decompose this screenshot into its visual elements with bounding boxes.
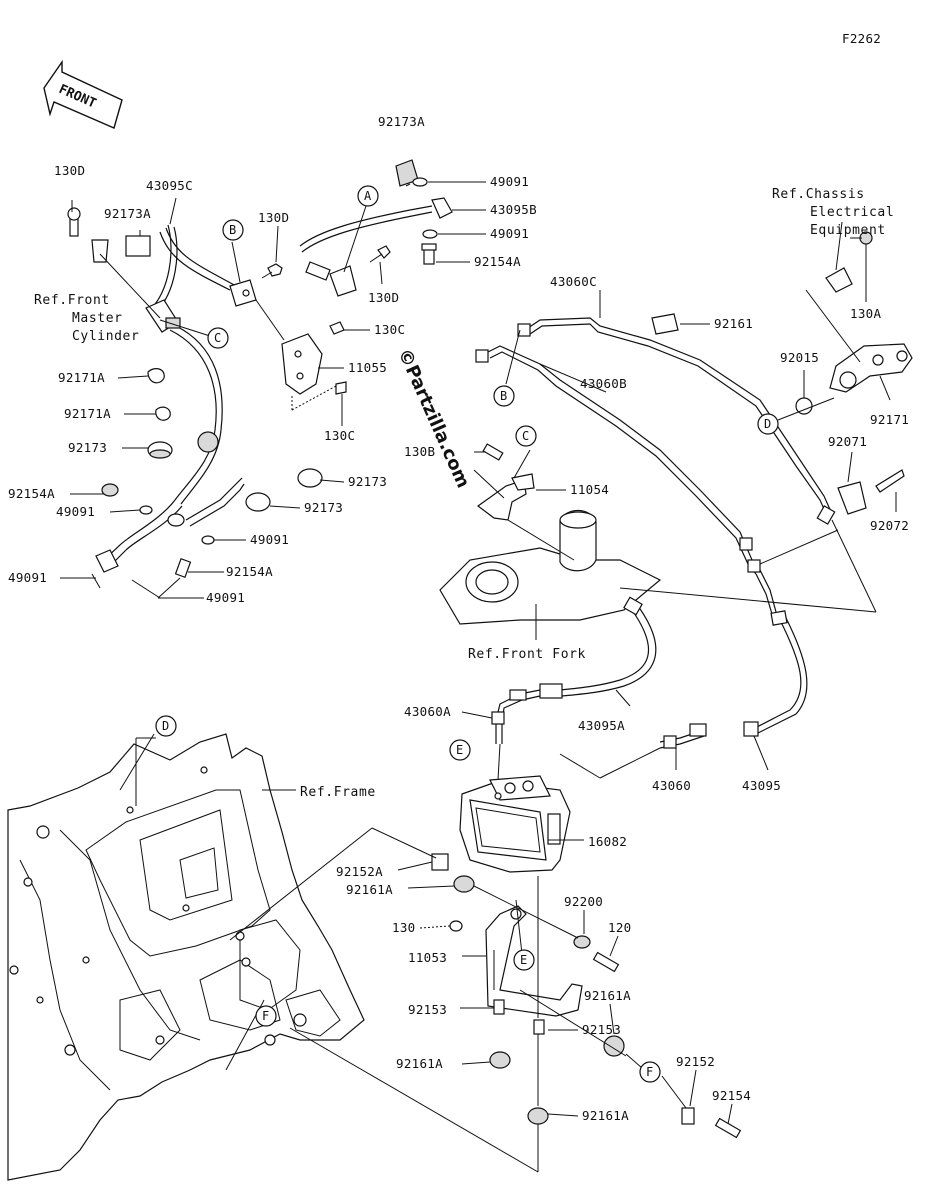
part-label: 92200 bbox=[564, 894, 603, 909]
part-label: 92072 bbox=[870, 518, 909, 533]
part-label: 130B bbox=[404, 444, 435, 459]
part-label: 120 bbox=[608, 920, 631, 935]
callout-d-2-label: D bbox=[162, 719, 169, 733]
callout-c-1: C bbox=[207, 327, 229, 349]
callout-e-2: E bbox=[513, 949, 535, 971]
part-label: 92154 bbox=[712, 1088, 751, 1103]
reference-labels: Ref.Front Master Cylinder Ref.Chassis El… bbox=[34, 187, 894, 800]
ref-frame: Ref.Frame bbox=[300, 785, 376, 800]
part-label: 130D bbox=[54, 163, 85, 178]
part-label: 49091 bbox=[490, 226, 529, 241]
ref-chassis-electrical: Electrical bbox=[810, 205, 894, 220]
part-label: 92152 bbox=[676, 1054, 715, 1069]
part-label: 43060A bbox=[404, 704, 451, 719]
callout-f-2: F bbox=[639, 1061, 661, 1083]
part-label: 92015 bbox=[780, 350, 819, 365]
part-label: 49091 bbox=[206, 590, 245, 605]
part-label: 11054 bbox=[570, 482, 609, 497]
part-label: 43095A bbox=[578, 718, 625, 733]
part-label: 11053 bbox=[408, 950, 447, 965]
part-label: 16082 bbox=[588, 834, 627, 849]
part-label: 92152A bbox=[336, 864, 383, 879]
part-label: 92173A bbox=[378, 114, 425, 129]
part-label: 92153 bbox=[408, 1002, 447, 1017]
part-label: 43060B bbox=[580, 376, 627, 391]
part-label: 43095C bbox=[146, 178, 193, 193]
part-label: 92154A bbox=[226, 564, 273, 579]
part-label: 130 bbox=[392, 920, 415, 935]
part-labels: 130D 92173A 43095C 92173A 130D 49091 430… bbox=[8, 114, 909, 1123]
callout-e-1: E bbox=[449, 739, 471, 761]
ref-chassis-electrical: Ref.Chassis bbox=[772, 187, 865, 202]
part-label: 92071 bbox=[828, 434, 867, 449]
part-label: 49091 bbox=[56, 504, 95, 519]
part-label: 92173 bbox=[304, 500, 343, 515]
part-label: 92161A bbox=[396, 1056, 443, 1071]
part-label: 130A bbox=[850, 306, 881, 321]
callout-e-2-label: E bbox=[520, 953, 527, 967]
part-label: 130C bbox=[324, 428, 355, 443]
part-label: 49091 bbox=[250, 532, 289, 547]
part-label: 92171A bbox=[58, 370, 105, 385]
part-label: 92154A bbox=[8, 486, 55, 501]
callout-f-1-label: F bbox=[262, 1009, 269, 1023]
part-label: 43060C bbox=[550, 274, 597, 289]
part-label: 49091 bbox=[490, 174, 529, 189]
callout-c-2: C bbox=[515, 425, 537, 447]
callout-b-1: B bbox=[222, 219, 244, 241]
callout-b-1-label: B bbox=[229, 223, 236, 237]
callout-d-2: D bbox=[155, 715, 177, 737]
part-label: 92173 bbox=[68, 440, 107, 455]
part-label: 92154A bbox=[474, 254, 521, 269]
part-label: 92153 bbox=[582, 1022, 621, 1037]
callout-d-1: D bbox=[757, 413, 779, 435]
leader-lines bbox=[60, 181, 897, 1173]
part-label: 43095B bbox=[490, 202, 537, 217]
callout-b-2-label: B bbox=[500, 389, 507, 403]
callout-a: A bbox=[357, 185, 379, 207]
part-label: 92171 bbox=[870, 412, 909, 427]
part-label: 11055 bbox=[348, 360, 387, 375]
part-label: 92173A bbox=[104, 206, 151, 221]
part-label: 130D bbox=[258, 210, 289, 225]
callout-f-1: F bbox=[255, 1005, 277, 1027]
part-label: 130D bbox=[368, 290, 399, 305]
callout-d-1-label: D bbox=[764, 417, 771, 431]
part-label: 92161 bbox=[714, 316, 753, 331]
callouts: A B B C C D D E E F F bbox=[155, 185, 779, 1083]
part-label: 92161A bbox=[584, 988, 631, 1003]
callout-f-2-label: F bbox=[646, 1065, 653, 1079]
ref-chassis-electrical: Equipment bbox=[810, 223, 886, 238]
watermark: ©Partzilla.com bbox=[393, 345, 473, 491]
front-arrow-icon: FRONT bbox=[43, 59, 123, 129]
frame-drawing bbox=[7, 733, 365, 1181]
part-label: 43095 bbox=[742, 778, 781, 793]
callout-c-2-label: C bbox=[522, 429, 529, 443]
callout-e-1-label: E bbox=[456, 743, 463, 757]
ref-front-master-cylinder: Cylinder bbox=[72, 329, 139, 344]
ref-front-fork: Ref.Front Fork bbox=[468, 647, 586, 662]
figure-code: F2262 bbox=[842, 31, 881, 46]
ref-front-master-cylinder: Ref.Front bbox=[34, 293, 110, 308]
part-label: 43060 bbox=[652, 778, 691, 793]
ref-front-master-cylinder: Master bbox=[72, 311, 123, 326]
abs-unit-icon bbox=[459, 775, 571, 873]
part-label: 92161A bbox=[582, 1108, 629, 1123]
part-label: 130C bbox=[374, 322, 405, 337]
part-label: 49091 bbox=[8, 570, 47, 585]
components bbox=[67, 159, 913, 1139]
callout-c-1-label: C bbox=[214, 331, 221, 345]
part-label: 92171A bbox=[64, 406, 111, 421]
callout-a-label: A bbox=[364, 189, 372, 203]
part-label: 92173 bbox=[348, 474, 387, 489]
part-label: 92161A bbox=[346, 882, 393, 897]
callout-b-2: B bbox=[493, 385, 515, 407]
